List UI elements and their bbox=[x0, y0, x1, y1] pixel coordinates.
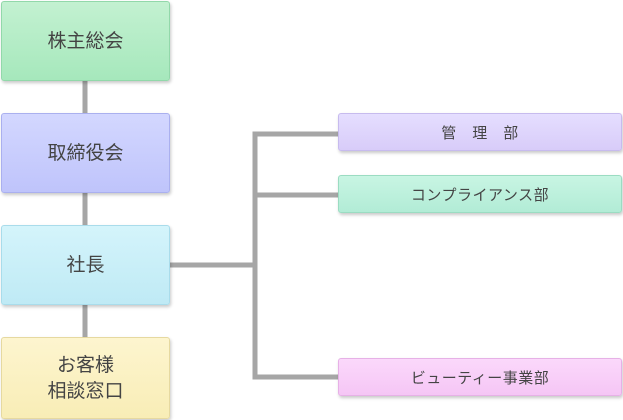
board-of-directors-box: 取締役会 bbox=[1, 113, 170, 193]
president-label: 社長 bbox=[66, 254, 105, 276]
customer-consultation-label-line2: 相談窓口 bbox=[47, 380, 124, 402]
administration-department-box: 管 理 部 bbox=[338, 113, 622, 151]
beauty-business-department-box: ビューティー事業部 bbox=[338, 358, 622, 396]
compliance-department-label: コンプライアンス部 bbox=[410, 185, 550, 204]
shareholders-meeting-label: 株主総会 bbox=[47, 30, 124, 52]
president-box: 社長 bbox=[1, 225, 170, 305]
board-of-directors-label: 取締役会 bbox=[47, 142, 124, 164]
administration-department-label: 管 理 部 bbox=[441, 123, 519, 142]
beauty-business-department-label: ビューティー事業部 bbox=[410, 368, 550, 387]
shareholders-meeting-box: 株主総会 bbox=[1, 1, 170, 81]
customer-consultation-box: お客様 相談窓口 bbox=[1, 337, 170, 419]
customer-consultation-label-line1: お客様 bbox=[56, 354, 114, 376]
compliance-department-box: コンプライアンス部 bbox=[338, 175, 622, 213]
